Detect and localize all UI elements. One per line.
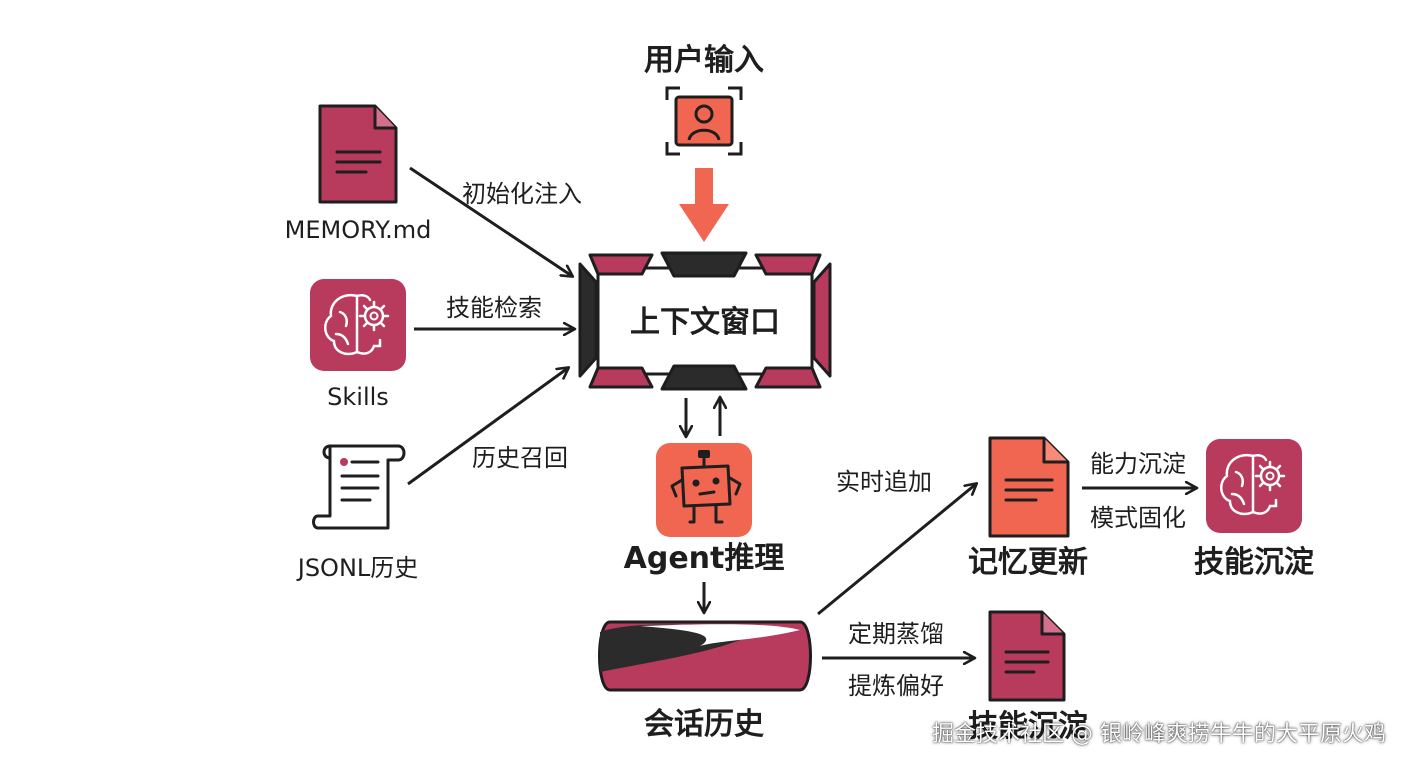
- periodic-distill-label: 定期蒸馏: [848, 620, 944, 648]
- agent-reasoning-label: Agent推理: [624, 541, 785, 576]
- agent-robot-icon: [656, 443, 752, 537]
- history-recall-arrow: [407, 368, 568, 486]
- jsonl-scroll-icon: [312, 444, 406, 530]
- ability-settle-label: 能力沉淀: [1090, 450, 1186, 478]
- context-window-box: [578, 251, 832, 391]
- pattern-solidify-label: 模式固化: [1090, 504, 1186, 532]
- watermark: 掘金技术社区 @ 银岭峰爽捞牛牛的大平原火鸡: [932, 722, 1386, 747]
- skills-label: Skills: [327, 383, 389, 411]
- skill-settle-label-2: 技能沉淀: [968, 709, 1088, 744]
- context-window-label: 上下文窗口: [630, 305, 780, 340]
- session-history-label: 会话历史: [644, 707, 764, 742]
- skill-settle-brain-icon: [1206, 439, 1302, 533]
- realtime-append-label: 实时追加: [836, 468, 932, 496]
- jsonl-history-label: JSONL历史: [296, 554, 419, 582]
- skills-brain-icon: [310, 279, 406, 371]
- user-input-label: 用户输入: [644, 43, 764, 78]
- memory-md-label: MEMORY.md: [285, 216, 432, 244]
- distilled-doc-icon: [988, 610, 1066, 702]
- init-inject-arrow: [409, 166, 572, 276]
- input-down-arrow: [679, 168, 729, 242]
- memory-update-label: 记忆更新: [968, 545, 1088, 580]
- user-input-icon: [665, 86, 743, 156]
- skill-settle-label-1: 技能沉淀: [1194, 545, 1314, 580]
- memory-doc-icon: [318, 104, 398, 204]
- skill-retrieve-label: 技能检索: [446, 294, 542, 322]
- init-inject-label: 初始化注入: [462, 180, 582, 208]
- refine-pref-label: 提炼偏好: [848, 672, 944, 700]
- history-recall-label: 历史召回: [472, 444, 568, 472]
- memory-update-doc-icon: [988, 436, 1070, 538]
- session-history-icon: [598, 620, 812, 692]
- realtime-append-arrow: [817, 484, 976, 616]
